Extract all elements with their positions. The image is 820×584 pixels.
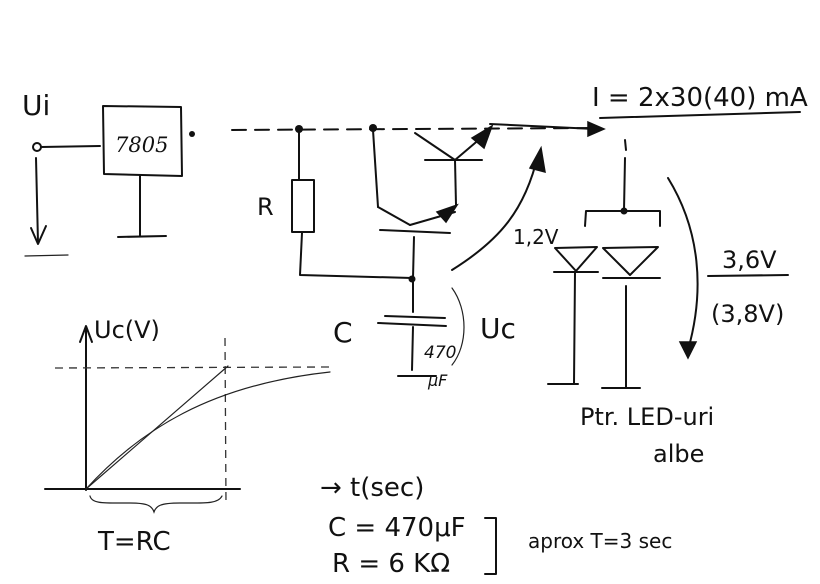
- led-drop-label: 1,2V: [513, 225, 559, 249]
- led-voltage-label: 3,6V: [722, 246, 777, 274]
- current-label: I = 2x30(40) mA: [592, 83, 808, 113]
- input-terminal: [24, 142, 101, 257]
- charging-graph: Uc(V) → t(sec) T=RC: [44, 316, 424, 557]
- led-branch: 1,2V: [513, 139, 661, 389]
- capacitor-label: C: [333, 316, 353, 349]
- resistor-label: R: [257, 193, 274, 221]
- input-label: Ui: [22, 89, 50, 122]
- regulator-label: 7805: [115, 133, 168, 157]
- transistor-t2: [414, 120, 606, 206]
- current-underline: [599, 111, 801, 119]
- capacitor-value: 470: [424, 343, 456, 363]
- node-r-top: [295, 125, 303, 133]
- capacitor-unit: μF: [427, 371, 448, 390]
- formulas: C = 470μF R = 6 KΩ aprox T=3 sec: [328, 513, 672, 579]
- graph-tau-label: T=RC: [97, 527, 171, 557]
- graph-ylabel: Uc(V): [94, 316, 160, 344]
- ube-arrow: [451, 154, 539, 271]
- capacitor-voltage-label: Uc: [480, 312, 516, 345]
- formula-c: C = 470μF: [328, 513, 466, 543]
- capacitor: C 470 μF Uc: [333, 279, 516, 390]
- led-caption-line2: albe: [653, 440, 704, 468]
- formula-approx: aprox T=3 sec: [528, 529, 672, 553]
- resistor: R: [257, 130, 413, 279]
- led-voltage-alt-label: (3,8V): [711, 300, 784, 328]
- formula-r: R = 6 KΩ: [332, 549, 450, 579]
- node-t1-collector: [369, 124, 377, 132]
- led-caption-line1: Ptr. LED-uri: [580, 403, 714, 431]
- graph-xlabel: → t(sec): [320, 473, 424, 503]
- transistor-t1: [372, 129, 459, 279]
- regulator-7805: 7805: [102, 105, 195, 238]
- top-rail: [231, 127, 601, 131]
- led-voltage-arrow: [667, 177, 699, 351]
